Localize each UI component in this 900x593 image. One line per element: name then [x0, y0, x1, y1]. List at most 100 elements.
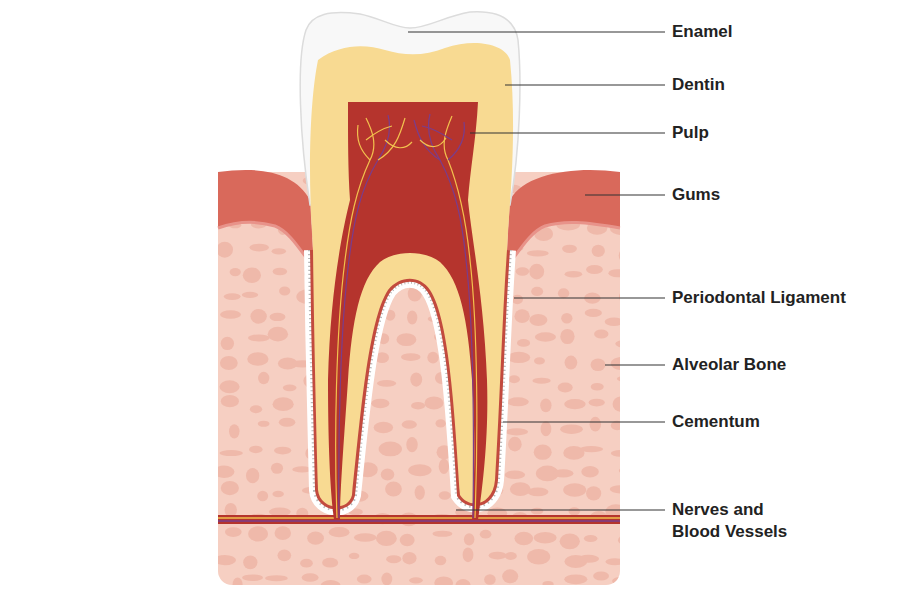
pulp-vessels [336, 114, 477, 518]
bone-pore [517, 339, 530, 347]
bone-pore [529, 314, 547, 326]
bone-pore [409, 577, 423, 583]
bone-pore [594, 329, 608, 338]
bone-pore [377, 380, 396, 387]
bone-pore [300, 559, 313, 568]
bone-pore [410, 373, 422, 387]
bone-pore [250, 405, 262, 413]
bone-pore [564, 574, 587, 584]
bone-pore [243, 555, 257, 569]
bone-pore [558, 288, 569, 298]
bone-pore [589, 399, 605, 407]
bone-pore [529, 264, 544, 280]
bone-pore [221, 395, 239, 407]
bone-pore [618, 536, 620, 545]
bone-pore [307, 532, 324, 545]
bone-pore [229, 424, 239, 438]
bone-pore [505, 552, 517, 560]
bone-pore [415, 485, 425, 500]
bone-pore [249, 446, 262, 453]
bone-pore [354, 533, 376, 541]
bone-pore [400, 534, 415, 546]
bone-pore [591, 358, 606, 371]
bone-pore [553, 469, 573, 477]
bone-pore [512, 295, 523, 305]
bone-pore [508, 375, 520, 383]
bone-pore [510, 482, 531, 496]
bone-pore [381, 573, 392, 585]
part-label: Dentin [672, 74, 725, 96]
bone-pore [585, 309, 602, 317]
gum-left [218, 170, 314, 268]
bone-pore [371, 399, 389, 408]
gum-rim [218, 222, 314, 268]
bone-pore [463, 547, 474, 562]
bone-pore [558, 382, 573, 392]
bone-pore [218, 242, 233, 258]
part-label: Pulp [672, 122, 709, 144]
bone-pore [605, 318, 620, 326]
bone-pore [489, 552, 507, 560]
bone-pore [376, 531, 397, 546]
part-label: Gums [672, 184, 720, 206]
bone-pore [439, 491, 451, 499]
bone-pore [270, 313, 286, 321]
bone-pore [322, 558, 338, 568]
gum-rim [506, 222, 620, 268]
bone-pore [268, 327, 288, 342]
bone-pore [349, 553, 360, 559]
bone-pore [615, 340, 620, 348]
bone-pore [277, 549, 291, 561]
bone-pore [225, 527, 242, 537]
bone-pore [565, 271, 583, 278]
bone-pore [224, 293, 241, 300]
bone-pore [610, 485, 620, 493]
bone-pore [464, 533, 475, 545]
bone-pore [321, 580, 341, 585]
bone-pore [258, 421, 270, 427]
bone-pore [221, 337, 234, 350]
bone-pore [611, 357, 620, 370]
part-label: Periodontal Ligament [672, 287, 846, 309]
part-label: Alveolar Bone [672, 354, 786, 376]
bone-pore [562, 245, 577, 253]
bone-pore [569, 507, 581, 515]
bone-pore [407, 311, 417, 325]
bone-pore [507, 397, 529, 406]
bone-pore [265, 575, 288, 581]
bone-pore [617, 375, 620, 382]
bone-pore [402, 420, 417, 429]
bone-pore [608, 269, 620, 277]
bone-pore [233, 577, 243, 585]
bone-pore [220, 356, 238, 370]
bone-pore [586, 265, 603, 274]
bone-pore [411, 402, 425, 410]
bone-pore [527, 549, 550, 565]
bone-pore [591, 383, 604, 390]
bone-pore [279, 418, 296, 427]
bone-pore [248, 526, 268, 541]
bone-pore [396, 333, 416, 346]
bone-pore [593, 571, 609, 580]
bone-pore [439, 459, 449, 474]
bone-pore [590, 417, 601, 432]
pulp [328, 102, 487, 520]
bone-pore [246, 468, 259, 483]
bone-pore [230, 268, 241, 276]
part-label: Nerves and Blood Vessels [672, 499, 797, 543]
bone-pore [357, 575, 372, 584]
bone-pore [248, 334, 270, 341]
bone-pore [560, 424, 583, 433]
bone-pore [379, 442, 402, 457]
bone-pore [247, 352, 268, 366]
bone-pore [302, 573, 319, 582]
bone-pore [402, 552, 416, 564]
bone-pore [249, 244, 268, 252]
bone-pore [250, 309, 266, 324]
bone-pore [563, 483, 586, 497]
part-label: Enamel [672, 21, 732, 43]
bone-pore [502, 569, 518, 583]
bone-pore [560, 329, 574, 344]
bone-pore [272, 491, 283, 498]
bone-pore [455, 579, 470, 585]
